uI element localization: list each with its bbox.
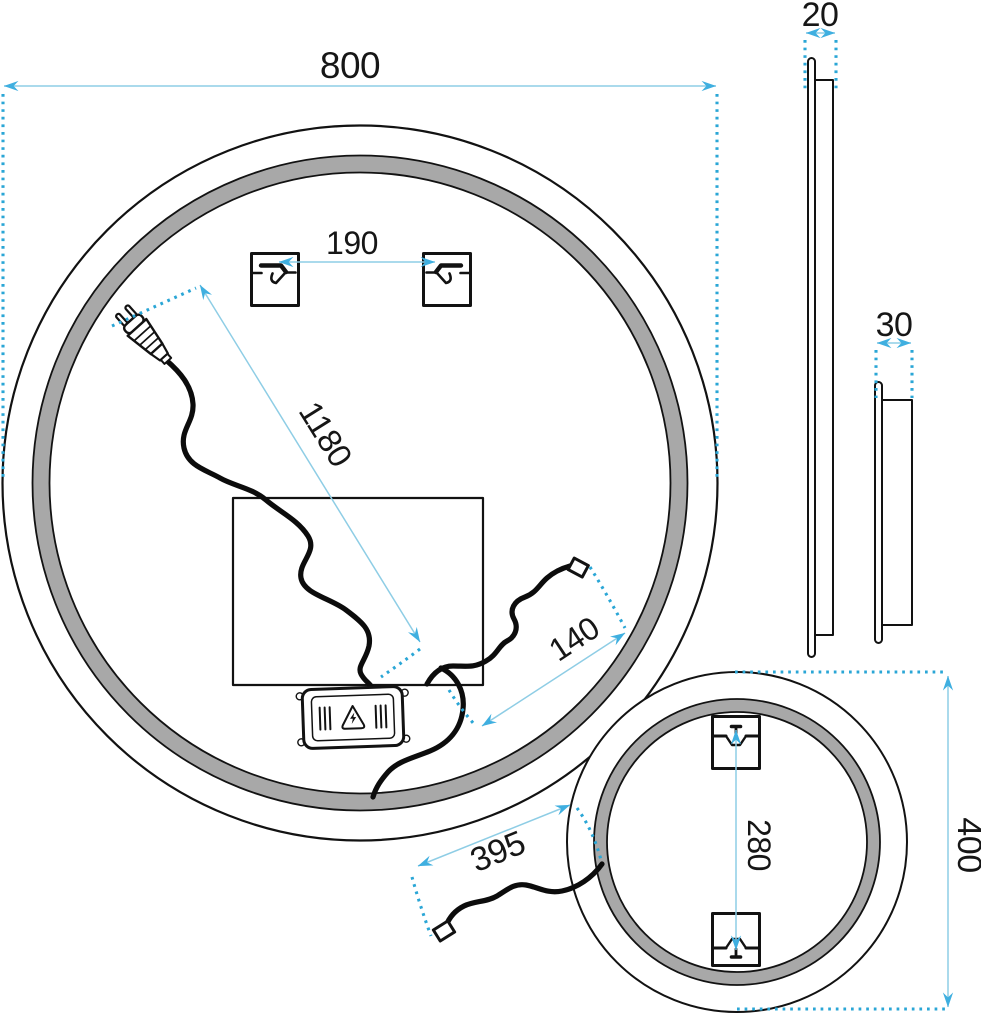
back-view-cable — [443, 861, 605, 929]
ext-line-connector2 — [410, 876, 433, 937]
vent-lines — [318, 706, 332, 731]
led-ring-back-inner-line — [606, 711, 868, 973]
side-profile-20 — [807, 57, 834, 658]
sensor-connector-icon — [566, 556, 590, 579]
profile-glass — [807, 57, 816, 658]
dim-20-label: 20 — [802, 0, 839, 34]
power-plug-icon — [115, 304, 173, 365]
dim-line-395 — [417, 804, 571, 867]
sensor-cable — [424, 563, 573, 687]
led-ring-inner-line — [48, 171, 672, 795]
dim-line-140 — [481, 632, 626, 727]
plug-body-hatch — [134, 325, 159, 350]
controller-box-icon — [295, 685, 411, 750]
plug-collar — [159, 352, 173, 365]
lightning-bolt — [350, 712, 357, 725]
warning-triangle-icon — [341, 705, 366, 730]
dim-800-label: 800 — [320, 45, 380, 86]
side-profile-30 — [874, 381, 913, 644]
dim-400-label: 400 — [950, 817, 981, 872]
back-connector-icon — [431, 919, 457, 943]
ext-line-box — [380, 647, 421, 679]
dim-line-1180 — [199, 284, 421, 643]
led-ring-outer-line — [31, 154, 689, 812]
ext-line-loop — [447, 689, 476, 726]
ext-line-plug — [111, 286, 197, 328]
profile-glass — [874, 381, 883, 644]
controller-box-inner — [310, 693, 396, 742]
profile-frame — [814, 79, 834, 636]
junction-box-area — [231, 496, 485, 687]
dim-30-label: 30 — [876, 306, 913, 344]
led-ring-back — [594, 699, 880, 985]
profile-frame — [881, 399, 913, 626]
exit-cable-loop — [370, 665, 466, 800]
dim-190-label: 190 — [326, 225, 378, 261]
led-ring — [33, 156, 687, 810]
dim-395-label: 395 — [465, 824, 531, 880]
dim-280-label: 280 — [741, 819, 777, 871]
vent-lines — [374, 704, 388, 729]
